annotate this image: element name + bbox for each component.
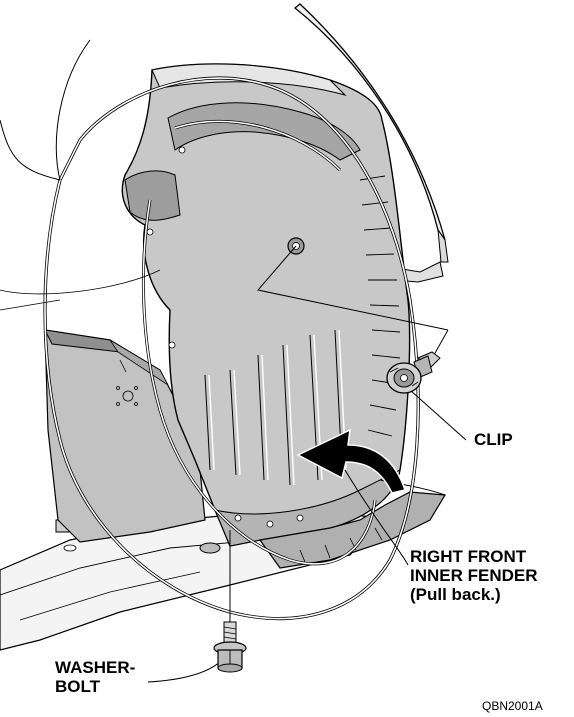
pull-back-arrow-icon: [296, 428, 406, 494]
bolt-label-line2: BOLT: [55, 677, 101, 696]
inner-fender-callout-label: RIGHT FRONT INNER FENDER (Pull back.): [410, 547, 538, 604]
fender-label-line3: (Pull back.): [410, 585, 501, 604]
clip-callout-label: CLIP: [474, 430, 513, 449]
inner-fender-liner: [121, 63, 411, 547]
wheel-well-outline: [0, 39, 420, 621]
clip-label-text: CLIP: [474, 430, 513, 449]
clip-fastener-icon: [386, 351, 441, 394]
fender-label-line2: INNER FENDER: [410, 566, 538, 585]
washer-bolt-callout-label: WASHER- BOLT: [55, 658, 135, 696]
washer-bolt-icon: [213, 621, 247, 673]
fender-label-line1: RIGHT FRONT: [410, 547, 527, 566]
left-apron: [44, 329, 206, 543]
figure-code: QBN2001A: [482, 699, 543, 713]
bolt-label-line1: WASHER-: [55, 658, 136, 677]
